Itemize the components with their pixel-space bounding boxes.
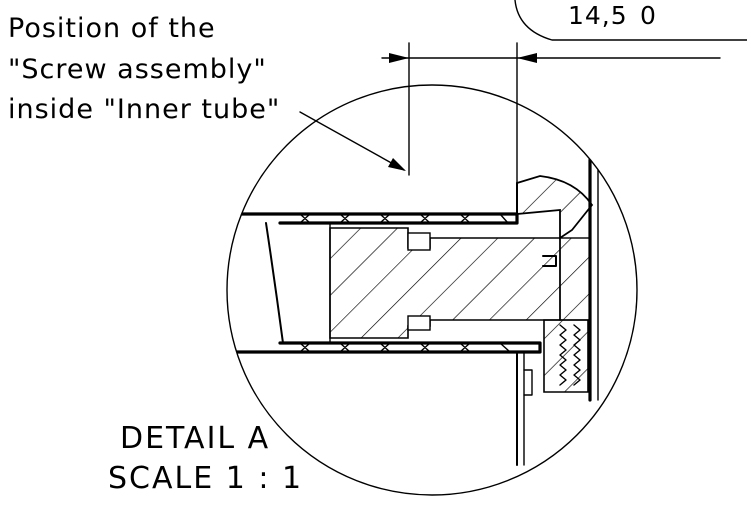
dimension-line <box>381 42 721 186</box>
section-view <box>227 158 599 466</box>
callout-line-1: Position of the <box>8 13 216 44</box>
callout-line-3: inside "Inner tube" <box>8 94 280 125</box>
detail-scale: SCALE 1 : 1 <box>108 461 303 496</box>
dimension-value: 14,5 <box>568 1 628 30</box>
callout-line-2: "Screw assembly" <box>8 54 267 85</box>
callout-leader <box>299 111 406 171</box>
detail-circle <box>226 84 638 496</box>
dimension-tolerance: 0 <box>640 1 657 30</box>
detail-label: DETAIL A <box>120 421 270 456</box>
dimension-frame <box>514 0 747 41</box>
